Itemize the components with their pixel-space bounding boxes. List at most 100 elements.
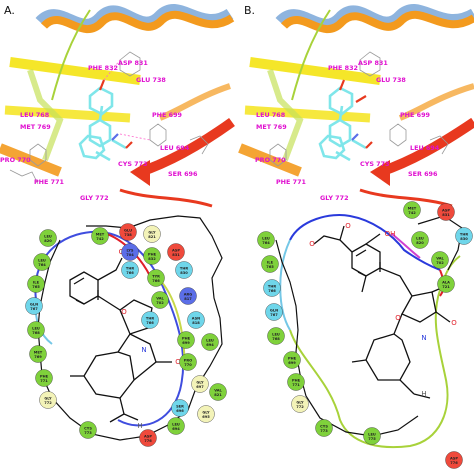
residue-node bbox=[175, 261, 193, 279]
residue-node bbox=[139, 429, 157, 447]
residue-node bbox=[411, 231, 429, 249]
residue-node-label: THR bbox=[146, 317, 154, 321]
residue-node-label: GLU bbox=[124, 229, 132, 233]
residue-node-label: 702 bbox=[436, 261, 444, 265]
residue-node-label: 742 bbox=[96, 237, 104, 241]
residue-node-label: ASP bbox=[172, 249, 180, 253]
atom-label: O bbox=[121, 308, 127, 316]
residue-node-label: 766 bbox=[126, 271, 134, 275]
residue-label: MET 769 bbox=[256, 123, 287, 131]
residue-node bbox=[143, 247, 161, 265]
residue-node-label: 695 bbox=[202, 415, 210, 419]
residue-node-label: 776 bbox=[144, 439, 152, 443]
residue-node-label: 820 bbox=[44, 239, 52, 243]
residue-node-label: 764 bbox=[38, 263, 46, 267]
residue-node bbox=[431, 251, 449, 269]
residue-node-label: MET bbox=[34, 351, 43, 355]
residue-node bbox=[141, 311, 159, 329]
atom-label: O bbox=[175, 358, 181, 366]
panel-a-letter: A. bbox=[4, 4, 15, 17]
residue-label: PHE 832 bbox=[88, 64, 118, 72]
residue-node-label: PHE bbox=[182, 337, 191, 341]
residue-node-label: VAL bbox=[214, 389, 222, 393]
residue-node-label: 768 bbox=[272, 337, 280, 341]
residue-node bbox=[177, 331, 195, 349]
residue-node-label: 694 bbox=[172, 427, 180, 431]
residue-label: CYS 773 bbox=[360, 160, 390, 168]
residue-node-label: 766 bbox=[152, 279, 160, 283]
residue-node-label: 699 bbox=[288, 361, 296, 365]
residue-node bbox=[261, 255, 279, 273]
atom-label: OH bbox=[385, 230, 396, 238]
atom-label: O bbox=[451, 319, 457, 327]
residue-node-label: PHE bbox=[148, 253, 157, 257]
residue-node-label: 721 bbox=[442, 285, 450, 289]
residue-node-label: PRO bbox=[184, 359, 192, 363]
residue-label: SER 696 bbox=[408, 170, 438, 178]
residue-node bbox=[209, 383, 227, 401]
residue-label: MET 769 bbox=[20, 123, 51, 131]
residue-node-label: 704 bbox=[126, 253, 134, 257]
residue-node-label: LEU bbox=[416, 237, 424, 241]
residue-label: PRO 770 bbox=[255, 156, 286, 164]
residue-node bbox=[29, 345, 47, 363]
residue-node-label: PHE bbox=[288, 357, 297, 361]
residue-label: LEU 768 bbox=[20, 111, 50, 119]
residue-node-label: 830 bbox=[460, 237, 468, 241]
residue-node bbox=[257, 231, 275, 249]
residue-label: GLU 738 bbox=[376, 76, 406, 84]
residue-label: ASP 831 bbox=[118, 59, 148, 67]
residue-node-label: 766 bbox=[268, 289, 276, 293]
residue-node bbox=[437, 203, 455, 221]
residue-node-label: 773 bbox=[320, 429, 328, 433]
residue-node bbox=[197, 405, 215, 423]
residue-node-label: 771 bbox=[40, 379, 48, 383]
residue-node-label: 820 bbox=[416, 241, 424, 245]
residue-node bbox=[33, 253, 51, 271]
atom-label: H bbox=[137, 422, 142, 430]
residue-label: PHE 832 bbox=[328, 64, 358, 72]
residue-node-label: LEU bbox=[44, 235, 52, 239]
residue-node-label: GLN bbox=[270, 309, 278, 313]
residue-node-label: CYS bbox=[84, 427, 92, 431]
atom-label: N bbox=[141, 346, 146, 354]
residue-node-label: 831 bbox=[442, 213, 450, 217]
residue-node bbox=[167, 417, 185, 435]
residue-node bbox=[363, 427, 381, 445]
residue-node-label: 821 bbox=[214, 393, 222, 397]
residue-node-label: 699 bbox=[182, 341, 190, 345]
residue-node-label: 765 bbox=[32, 285, 40, 289]
residue-node-label: 702 bbox=[156, 301, 164, 305]
residue-node-label: 765 bbox=[266, 265, 274, 269]
residue-node bbox=[315, 419, 333, 437]
atom-label: O bbox=[345, 222, 351, 230]
residue-node-label: 771 bbox=[292, 383, 300, 387]
residue-node bbox=[265, 303, 283, 321]
residue-label: PRO 770 bbox=[0, 156, 31, 164]
panel-b-2d-diagram: O O OH O O N H MET742ASP831THR830LEU820L… bbox=[257, 201, 473, 469]
residue-node-label: GLY bbox=[202, 411, 210, 415]
residue-label: LEU 694 bbox=[410, 144, 440, 152]
residue-node bbox=[39, 391, 57, 409]
residue-node-label: MET bbox=[408, 207, 417, 211]
residue-node-label: 830 bbox=[180, 271, 188, 275]
residue-node bbox=[27, 321, 45, 339]
residue-node bbox=[437, 275, 455, 293]
residue-node-label: GLY bbox=[44, 397, 52, 401]
residue-label: LEU 768 bbox=[256, 111, 286, 119]
residue-node-label: VAL bbox=[156, 297, 164, 301]
residue-label: GLY 772 bbox=[320, 194, 349, 202]
residue-label: LEU 694 bbox=[160, 144, 190, 152]
residue-node-label: ALA bbox=[442, 281, 450, 285]
residue-node-label: 764 bbox=[262, 241, 270, 245]
residue-node-label: 821 bbox=[148, 235, 156, 239]
panel-a-2d-diagram: OH O N O H LEU820MET742GLU738GLY821LEU76… bbox=[25, 215, 227, 447]
residue-node bbox=[151, 291, 169, 309]
residue-node-label: 772 bbox=[296, 405, 304, 409]
residue-node-label: LEU bbox=[38, 259, 46, 263]
panel-b-letter: B. bbox=[244, 4, 255, 17]
residue-node bbox=[35, 369, 53, 387]
residue-node-label: THR bbox=[460, 233, 468, 237]
residue-node bbox=[267, 327, 285, 345]
